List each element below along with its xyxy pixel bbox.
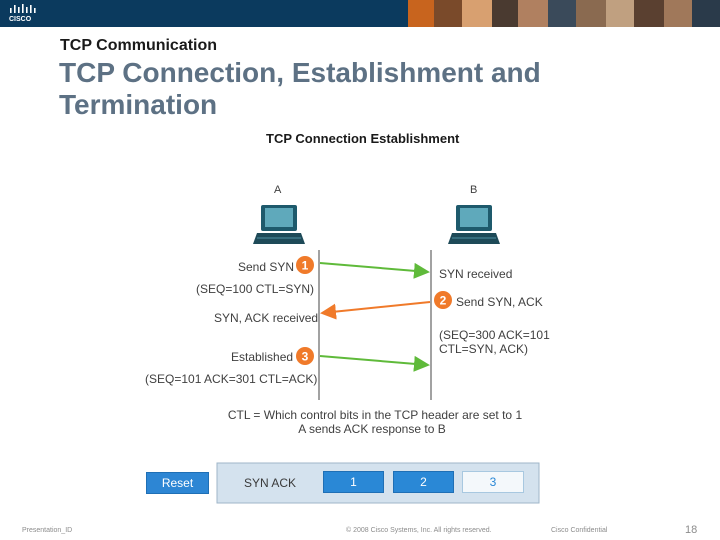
banner-photo (462, 0, 492, 27)
step-button-2[interactable]: 2 (393, 471, 454, 493)
banner-photo (606, 0, 634, 27)
step-button-1-label: 1 (350, 475, 357, 489)
send-syn-ack-label: Send SYN, ACK (456, 295, 543, 309)
ack-detail: (SEQ=101 ACK=301 CTL=ACK) (145, 372, 317, 386)
step-button-3-label: 3 (489, 475, 497, 489)
computer-b-icon (448, 205, 500, 244)
syn-ack-arrow (320, 301, 431, 320)
page-number: 18 (685, 524, 698, 536)
ack-arrow (319, 355, 430, 372)
step-badge-3 (296, 347, 314, 365)
host-a-label: A (274, 184, 282, 196)
banner-photo (634, 0, 664, 27)
slide-title: TCP Connection, Establishment and Termin… (59, 57, 541, 120)
ack-caption: A sends ACK response to B (298, 422, 445, 436)
step-button-1[interactable]: 1 (323, 471, 384, 493)
syn-arrow (319, 262, 430, 279)
established-label: Established (231, 350, 293, 364)
banner-photo (692, 0, 720, 27)
banner-photo (434, 0, 462, 27)
diagram-heading: TCP Connection Establishment (266, 131, 460, 146)
step-badge-1 (296, 256, 314, 274)
banner-photo (576, 0, 606, 27)
svg-text:CISCO: CISCO (9, 16, 32, 23)
syn-ack-received-label: SYN, ACK received (214, 311, 318, 325)
banner-photo (492, 0, 518, 27)
step-badge-1-number: 1 (302, 259, 309, 273)
ctl-caption: CTL = Which control bits in the TCP head… (228, 408, 523, 422)
step-badge-3-number: 3 (302, 350, 309, 364)
footer-confidential: Cisco Confidential (551, 527, 608, 534)
reset-button-label: Reset (161, 476, 194, 490)
step-button-3[interactable]: 3 (462, 471, 524, 493)
top-banner: CISCO (0, 0, 720, 27)
banner-photo (408, 0, 434, 27)
cisco-logo: CISCO (9, 4, 36, 23)
current-step-label: SYN ACK (244, 476, 297, 490)
syn-ack-detail-line1: (SEQ=300 ACK=101 (439, 328, 550, 342)
footer-presentation-id: Presentation_ID (22, 527, 73, 534)
banner-photo (664, 0, 692, 27)
step-badge-2 (434, 291, 452, 309)
reset-button[interactable]: Reset (146, 472, 209, 494)
syn-received-label: SYN received (439, 267, 512, 281)
banner-photo-strip (408, 0, 720, 27)
banner-photo (548, 0, 576, 27)
computer-a-icon (253, 205, 305, 244)
footer-copyright: © 2008 Cisco Systems, Inc. All rights re… (346, 527, 492, 534)
send-syn-label: Send SYN (238, 260, 294, 274)
banner-photo (518, 0, 548, 27)
section-heading: TCP Communication (60, 37, 218, 54)
step-button-2-label: 2 (420, 475, 427, 489)
step-badge-2-number: 2 (440, 294, 447, 308)
syn-ack-detail-line2: CTL=SYN, ACK) (439, 342, 528, 356)
host-b-label: B (470, 184, 477, 196)
syn-detail: (SEQ=100 CTL=SYN) (196, 282, 314, 296)
